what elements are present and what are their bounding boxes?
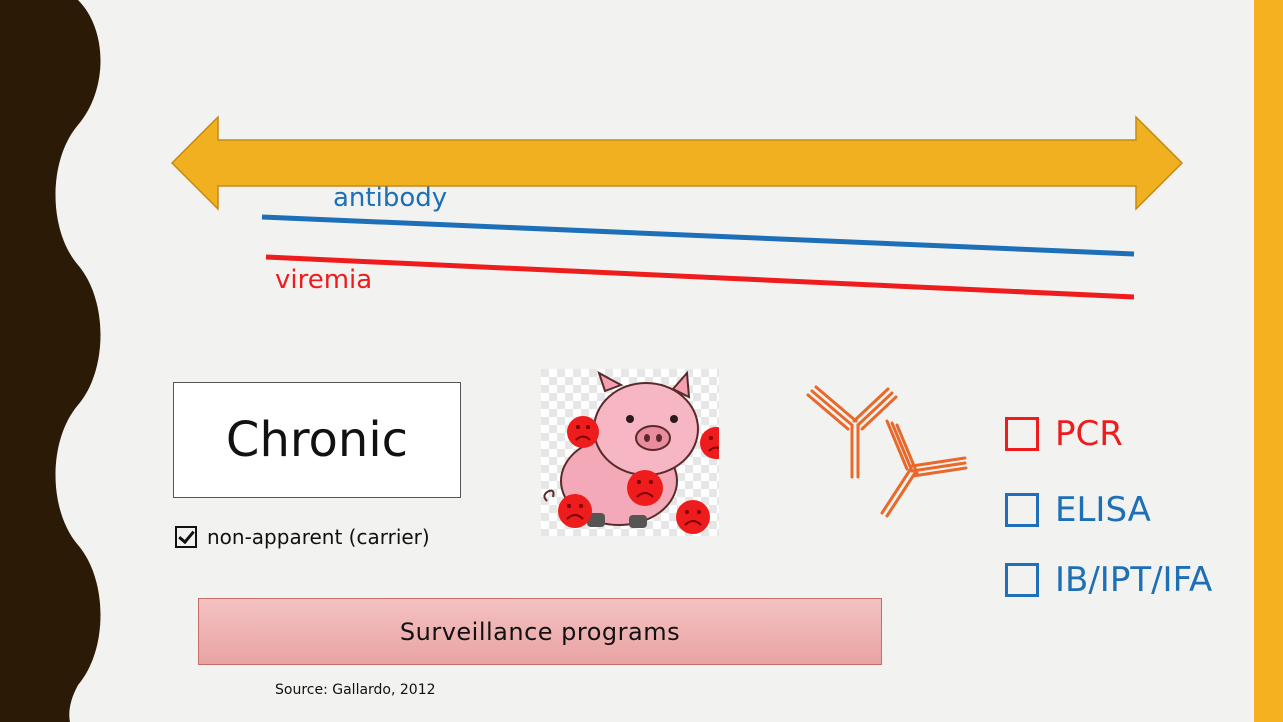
viremia-line [265,254,1135,300]
source-citation: Source: Gallardo, 2012 [275,682,436,698]
checkbox-checked-icon[interactable] [175,526,197,548]
test-label-pcr: PCR [1055,414,1123,454]
antibody-icon [806,385,898,479]
pig-illustration [541,369,732,536]
right-accent-strip [1254,0,1283,722]
sad-face-icon [567,416,599,448]
carrier-checklist-item[interactable]: non-apparent (carrier) [175,525,430,549]
left-wavy-strip [0,0,101,722]
sad-face-icon [558,494,592,528]
carrier-label: non-apparent (carrier) [207,525,430,549]
chronic-stage-box: Chronic [173,382,461,498]
antibody-line [261,214,1135,257]
checkbox-empty-icon[interactable] [1005,417,1039,451]
viremia-label: viremia [275,265,373,295]
test-label-ib-ipt-ifa: IB/IPT/IFA [1055,560,1213,600]
surveillance-label: Surveillance programs [399,617,681,646]
test-label-elisa: ELISA [1055,490,1151,530]
antibody-icon [880,419,968,518]
surveillance-programs-button[interactable]: Surveillance programs [198,598,882,665]
chronic-title: Chronic [225,412,409,468]
checkbox-empty-icon[interactable] [1005,563,1039,597]
sad-face-icon [676,500,710,534]
antibody-icons [806,385,968,518]
test-option-ib-ipt-ifa[interactable]: IB/IPT/IFA [1005,560,1212,600]
checkbox-empty-icon[interactable] [1005,493,1039,527]
test-option-elisa[interactable]: ELISA [1005,490,1151,530]
sad-face-icon [627,470,663,506]
test-option-pcr[interactable]: PCR [1005,414,1123,454]
antibody-label: antibody [333,183,448,213]
timeline-double-arrow [170,115,1184,211]
